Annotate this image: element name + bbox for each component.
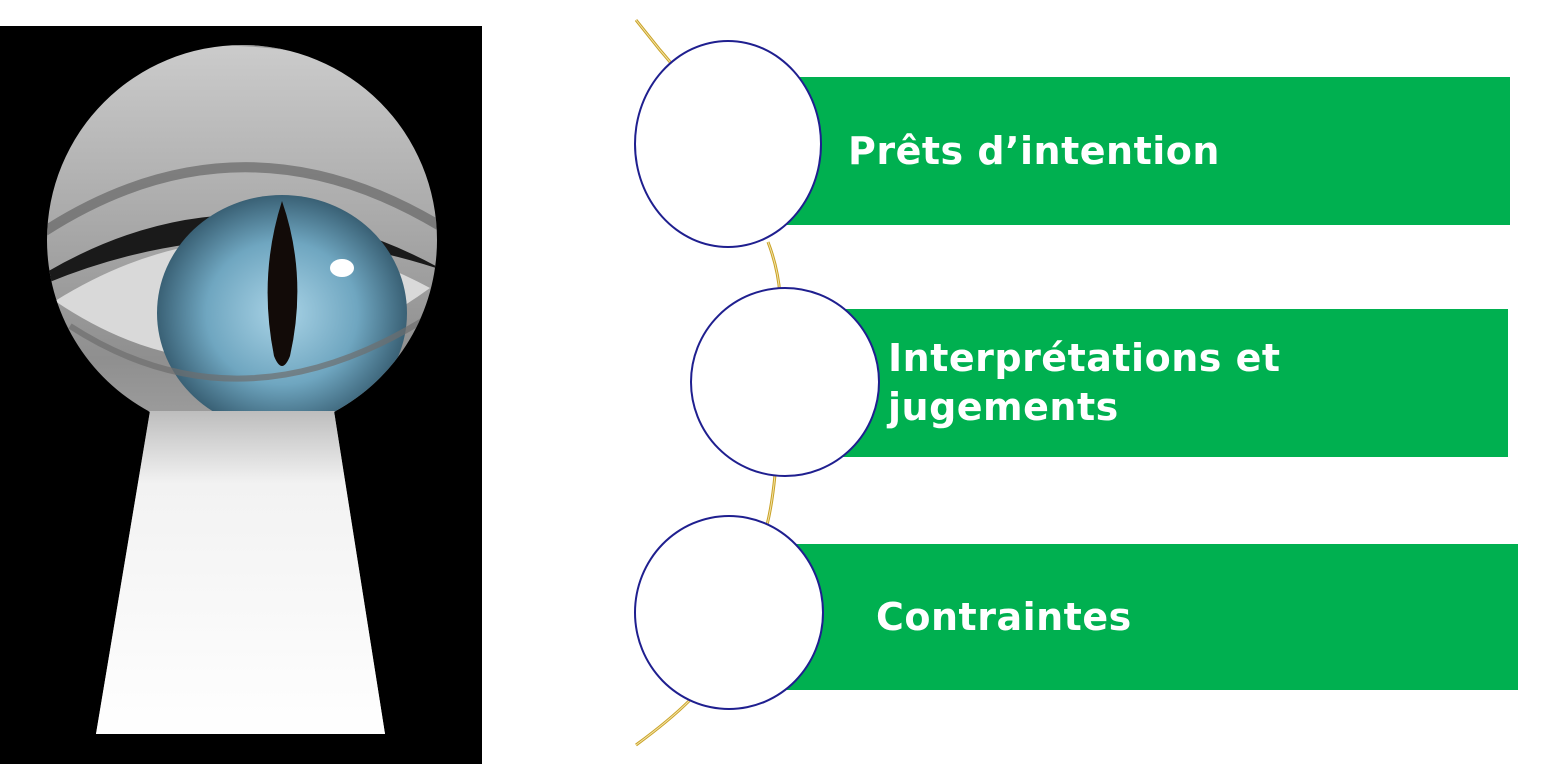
step-label-2: Interprétations et jugements: [888, 336, 1281, 429]
eye-through-keyhole-icon: [47, 45, 437, 734]
step-label-1: Prêts d’intention: [848, 128, 1220, 173]
eye-keyhole-image: [0, 26, 482, 764]
step-circle-3: [634, 515, 824, 710]
step-bar-3: Contraintes: [718, 544, 1518, 690]
step-bar-1: Prêts d’intention: [722, 77, 1510, 225]
step-bar-2: Interprétations et jugements: [780, 309, 1508, 457]
step-circle-2: [690, 287, 880, 477]
step-circle-1: [634, 40, 822, 248]
step-label-3: Contraintes: [876, 594, 1132, 639]
